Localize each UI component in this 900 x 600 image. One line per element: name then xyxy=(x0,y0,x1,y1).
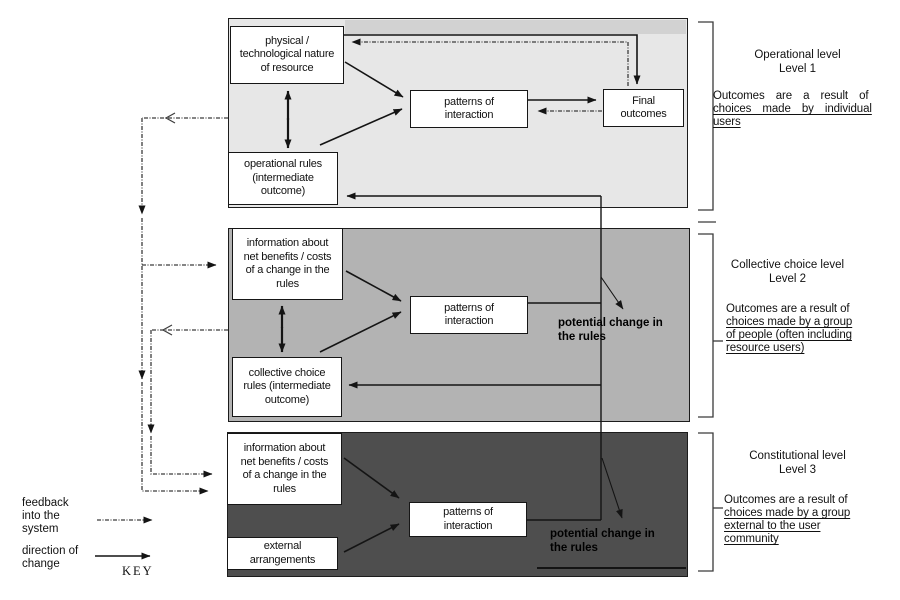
level1-description-plain: Outcomes are a result of xyxy=(713,90,869,102)
level2-description-plain: Outcomes are a result of xyxy=(726,303,850,315)
patterns-of-interaction-box-level3: patterns of interaction xyxy=(409,502,527,537)
level2-description: Outcomes are a result of choices made by… xyxy=(726,303,876,355)
level1-title: Operational level Level 1 xyxy=(754,49,841,75)
potential-change-label-level3: potential change in the rules xyxy=(550,528,655,554)
open-arrowheads xyxy=(161,112,176,336)
information-box-level2: information about net benefits / costs o… xyxy=(232,228,343,300)
key-feedback-label: feedback into the system xyxy=(22,497,69,535)
operational-rules-box: operational rules (intermediate outcome) xyxy=(228,152,338,205)
level2-description-underlined: choices made by a group of people (often… xyxy=(726,316,853,354)
level3-description-plain: Outcomes are a result of xyxy=(724,494,848,506)
level3-description: Outcomes are a result of choices made by… xyxy=(724,494,874,546)
level1-description: Outcomes are a result of choices made by… xyxy=(713,90,900,129)
level1-top-strip xyxy=(345,20,686,34)
patterns-of-interaction-box-level2: patterns of interaction xyxy=(410,296,528,334)
information-box-level3: information about net benefits / costs o… xyxy=(227,433,342,505)
level2-title: Collective choice level Level 2 xyxy=(730,259,845,285)
key-direction-label: direction of change xyxy=(22,545,79,570)
level3-description-underlined: choices made by a group external to the … xyxy=(724,507,851,545)
physical-nature-box: physical / technological nature of resou… xyxy=(230,26,344,84)
collective-choice-rules-box: collective choice rules (intermediate ou… xyxy=(232,357,342,417)
potential-change-label-level2: potential change in the rules xyxy=(558,317,663,343)
level1-description-underlined: choices made by individual users xyxy=(713,103,872,128)
key-title: KEY xyxy=(122,564,154,578)
external-arrangements-box: external arrangements xyxy=(227,537,338,570)
final-outcomes-box: Final outcomes xyxy=(603,89,684,127)
patterns-of-interaction-box-level1: patterns of interaction xyxy=(410,90,528,128)
level3-title: Constitutional level Level 3 xyxy=(749,450,846,476)
